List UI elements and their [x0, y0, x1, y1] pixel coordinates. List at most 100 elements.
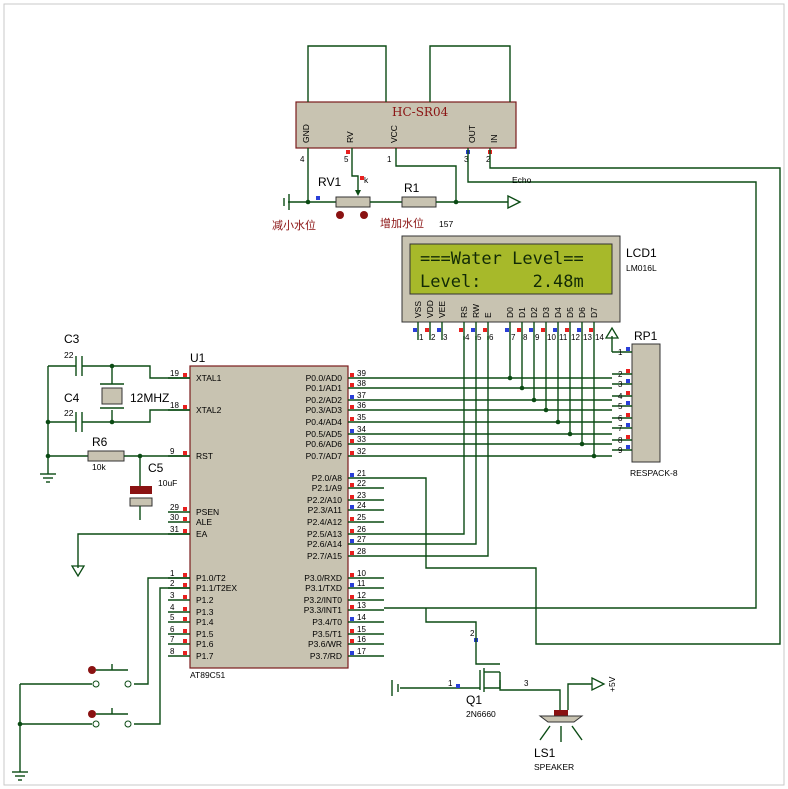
u1-pin-dot [183, 405, 187, 409]
ls1-model: SPEAKER [534, 762, 574, 772]
u1-pin-dot [350, 439, 354, 443]
u1-pin-dot [183, 373, 187, 377]
lcd-pin-name: D2 [529, 307, 539, 318]
u1-pin-number: 22 [357, 479, 366, 488]
u1-pin-dot [183, 595, 187, 599]
u1-pin-name: P0.4/AD4 [306, 417, 343, 427]
lcd-pin-dot [565, 328, 569, 332]
u1-pin-dot [350, 651, 354, 655]
wire-p1-1-button [134, 587, 190, 725]
ls1-sound-wave-left [539, 725, 551, 741]
rp1-pin-number: 4 [618, 392, 623, 401]
button-p1-1-cap[interactable] [88, 710, 96, 718]
q1-pin-1: 1 [448, 679, 453, 688]
rp1-pin-number: 7 [618, 424, 623, 433]
lcd-pin-number: 4 [465, 333, 470, 342]
u1-pin-name: P2.6/A14 [307, 539, 342, 549]
wire-rs [384, 336, 465, 535]
u1-pin-number: 31 [170, 525, 179, 534]
rp1-pin-number: 8 [618, 436, 623, 445]
hcsr04-pin-dot-rv [346, 150, 350, 154]
u1-pin-name: P2.7/A15 [307, 551, 342, 561]
junction [591, 453, 597, 459]
u1-pin-number: 29 [170, 503, 179, 512]
u1-pin-name: P3.2/INT0 [304, 595, 343, 605]
ls1-speaker[interactable]: LS1 SPEAKER [534, 710, 584, 772]
wire-xtal2 [82, 409, 190, 423]
rp1-label: RP1 [634, 329, 658, 343]
rv1-increase-button[interactable] [360, 211, 368, 219]
lcd-label: LCD1 [626, 246, 657, 260]
rp1-pin-dot [626, 347, 630, 351]
lcd-pin-number: 3 [443, 333, 448, 342]
q1-pin-3: 3 [524, 679, 529, 688]
u1-pin-name: P3.3/INT1 [304, 605, 343, 615]
rp1-pin-dot [626, 391, 630, 395]
c5-capacitor[interactable] [130, 486, 152, 494]
u1-pin-name: P0.1/AD1 [306, 383, 343, 393]
lcd-pin-dot [483, 328, 487, 332]
u1-pin-dot [350, 383, 354, 387]
u1-pin-dot [350, 473, 354, 477]
lcd-pin-number: 5 [477, 333, 482, 342]
u1-pin-dot [183, 529, 187, 533]
r1-resistor[interactable]: R1 157 [401, 181, 453, 229]
lcd-pin-number: 14 [595, 333, 604, 342]
lcd-model: LM016L [626, 263, 657, 273]
echo-label: Echo [512, 175, 532, 185]
rp1-pin-dot [626, 379, 630, 383]
r6-resistor[interactable] [87, 450, 125, 462]
power-arrow-up [604, 326, 620, 339]
u1-model: AT89C51 [190, 670, 226, 680]
q1-mosfet[interactable]: Q1 2N6660 1 2 3 [400, 629, 561, 719]
power-arrow-right [507, 194, 522, 210]
u1-pin-dot [183, 607, 187, 611]
lcd-display[interactable]: ===Water Level== Level: 2.48m LCD1 LM016… [401, 235, 657, 342]
u1-pin-name: P1.6 [196, 639, 214, 649]
u1-pin-number: 35 [357, 413, 366, 422]
hcsr04-module[interactable]: HC-SR04 GND RV VCC OUT IN 4 5 1 3 2 [295, 45, 517, 164]
u1-pin-name: P1.0/T2 [196, 573, 226, 583]
u1-pin-name: EA [196, 529, 208, 539]
u1-pin-dot [183, 583, 187, 587]
lcd-pin-name: D7 [589, 307, 599, 318]
rp1-pin-dot [626, 401, 630, 405]
u1-pin-number: 21 [357, 469, 366, 478]
button-p1-0-cap[interactable] [88, 666, 96, 674]
u1-pin-name: P2.0/A8 [312, 473, 343, 483]
lcd-pin-name: D3 [541, 307, 551, 318]
hcsr04-pinnum-2: 2 [486, 155, 491, 164]
crystal-12mhz[interactable] [101, 387, 123, 405]
rv1-left-label: 减小水位 [272, 218, 316, 232]
u1-pin-name: P1.4 [196, 617, 214, 627]
rv1-decrease-button[interactable] [336, 211, 344, 219]
rp1-pin-number: 9 [618, 446, 623, 455]
u1-pin-dot [350, 539, 354, 543]
u1-pin-name: P3.5/T1 [312, 629, 342, 639]
button-p1-0-contact-left [92, 680, 100, 688]
hcsr04-top-loop-left [307, 45, 387, 102]
button-p1-1[interactable] [88, 708, 132, 728]
lcd-pin-number: 1 [419, 333, 424, 342]
r1-value: 157 [439, 219, 453, 229]
u1-pin-number: 3 [170, 591, 175, 600]
rp1-pin-number: 6 [618, 414, 623, 423]
rv1-potentiometer[interactable]: RV1 减小水位 增加水位 [272, 175, 424, 232]
rp1-pin-dot [626, 423, 630, 427]
u1-pin-name: P0.2/AD2 [306, 395, 343, 405]
u1-pin-number: 18 [170, 401, 179, 410]
u1-pin-dot [183, 617, 187, 621]
u1-pin-number: 1 [170, 569, 175, 578]
u1-pin-name: P0.0/AD0 [306, 373, 343, 383]
button-p1-0[interactable] [88, 664, 132, 688]
u1-pin-name: XTAL2 [196, 405, 222, 415]
junction [567, 431, 573, 437]
p0-bus [384, 340, 612, 459]
c3-label: C3 [64, 332, 80, 346]
u1-pin-name: P2.5/A13 [307, 529, 342, 539]
lcd-pin-number: 11 [559, 333, 568, 342]
u1-pin-dot [350, 451, 354, 455]
